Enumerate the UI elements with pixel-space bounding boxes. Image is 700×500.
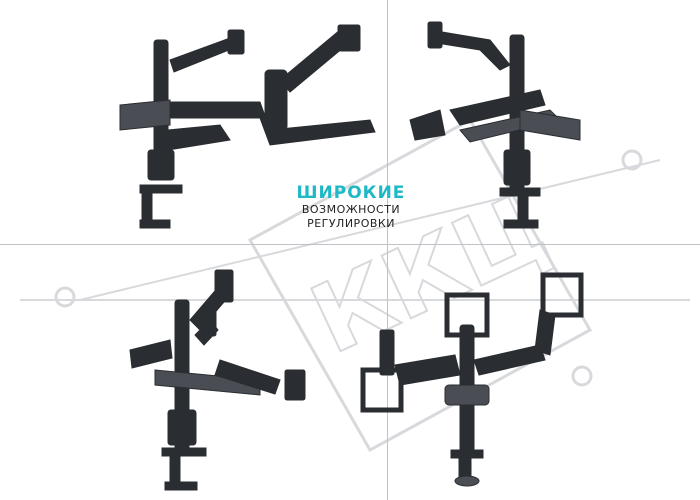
monitor-arm-image-bottom-right bbox=[360, 272, 584, 487]
headline-line-2: ВОЗМОЖНОСТИ bbox=[301, 203, 401, 216]
monitor-arm-image-bottom-left bbox=[129, 269, 306, 491]
divider-horizontal bbox=[0, 244, 700, 245]
headline-block: ШИРОКИЕ ВОЗМОЖНОСТИ РЕГУЛИРОВКИ bbox=[286, 183, 416, 231]
divider-vertical bbox=[387, 0, 388, 500]
headline-title: ШИРОКИЕ bbox=[296, 183, 406, 203]
headline-line-3: РЕГУЛИРОВКИ bbox=[307, 217, 395, 230]
monitor-arm-image-top-left bbox=[119, 24, 376, 229]
monitor-arm-image-top-right bbox=[409, 21, 581, 229]
